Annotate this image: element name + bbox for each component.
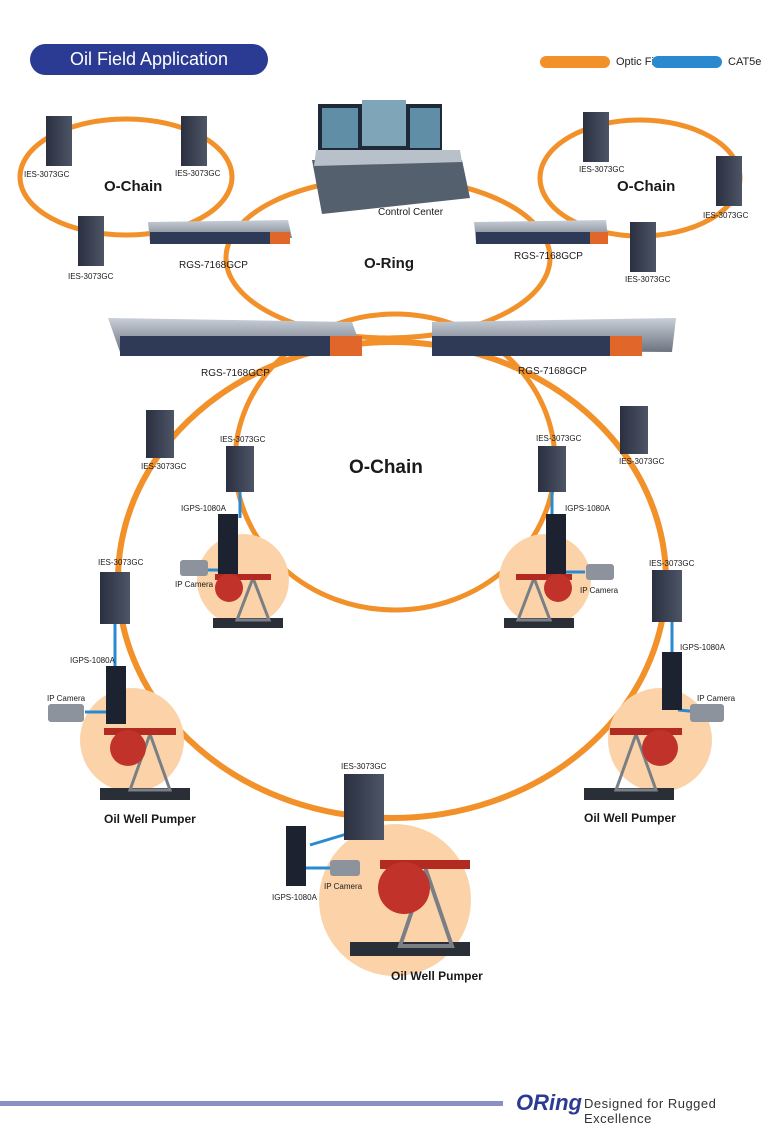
ies-label: IES-3073GC (619, 457, 665, 466)
ies-label: IES-3073GC (579, 165, 625, 174)
page-title: Oil Field Application (30, 44, 268, 75)
footer-rule (0, 1101, 503, 1106)
ies-label: IES-3073GC (24, 170, 70, 179)
igps-label: IGPS-1080A (70, 656, 115, 665)
rgs-switch-left (108, 318, 362, 356)
rgs-label: RGS-7168GCP (514, 251, 583, 262)
o-chain-label-right: O-Chain (617, 178, 676, 195)
pumper-label: Oil Well Pumper (584, 811, 676, 825)
pumper-label: Oil Well Pumper (391, 969, 483, 983)
cat-swatch (652, 56, 722, 69)
rgs-label: RGS-7168GCP (201, 368, 270, 379)
rgs-switch-mid-left (148, 220, 292, 244)
igps-label: IGPS-1080A (680, 643, 725, 652)
oring-logo: ORing (516, 1090, 582, 1115)
rgs-label: RGS-7168GCP (179, 260, 248, 271)
o-ring-label: O-Ring (364, 255, 414, 272)
o-chain-label-left: O-Chain (104, 178, 163, 195)
rgs-switch-mid-right (474, 220, 608, 244)
ies-label: IES-3073GC (68, 272, 114, 281)
oil-pumpers (100, 573, 682, 956)
ies-label: IES-3073GC (341, 762, 387, 771)
fiber-swatch (540, 56, 610, 69)
ies-label: IES-3073GC (175, 169, 221, 178)
control-center-graphic (312, 100, 470, 214)
o-chain-label-center: O-Chain (349, 457, 423, 478)
ies-label: IES-3073GC (220, 435, 266, 444)
ip-camera-label: IP Camera (175, 580, 214, 589)
legend-cat-label: CAT5e (728, 56, 762, 68)
ies-label: IES-3073GC (625, 275, 671, 284)
igps-label: IGPS-1080A (272, 893, 317, 902)
legend-cat: CAT5e (652, 56, 762, 69)
ies-label: IES-3073GC (649, 559, 695, 568)
igps-devices (106, 514, 682, 886)
rgs-switch-right (432, 318, 676, 356)
ip-camera-label: IP Camera (47, 694, 86, 703)
ip-camera-label: IP Camera (580, 586, 619, 595)
ies-label: IES-3073GC (141, 462, 187, 471)
ies-devices (46, 112, 742, 840)
ies-label: IES-3073GC (98, 558, 144, 567)
rgs-label: RGS-7168GCP (518, 366, 587, 377)
pumper-label: Oil Well Pumper (104, 812, 196, 826)
ip-cameras (48, 560, 724, 876)
footer-tagline: Designed for Rugged Excellence (584, 1096, 717, 1126)
ip-camera-label: IP Camera (324, 882, 363, 891)
ies-label: IES-3073GC (703, 211, 749, 220)
o-chain-ring-left (17, 116, 235, 238)
igps-label: IGPS-1080A (565, 504, 610, 513)
ies-label: IES-3073GC (536, 434, 582, 443)
igps-label: IGPS-1080A (181, 504, 226, 513)
ip-camera-label: IP Camera (697, 694, 736, 703)
control-center-label: Control Center (378, 207, 444, 218)
